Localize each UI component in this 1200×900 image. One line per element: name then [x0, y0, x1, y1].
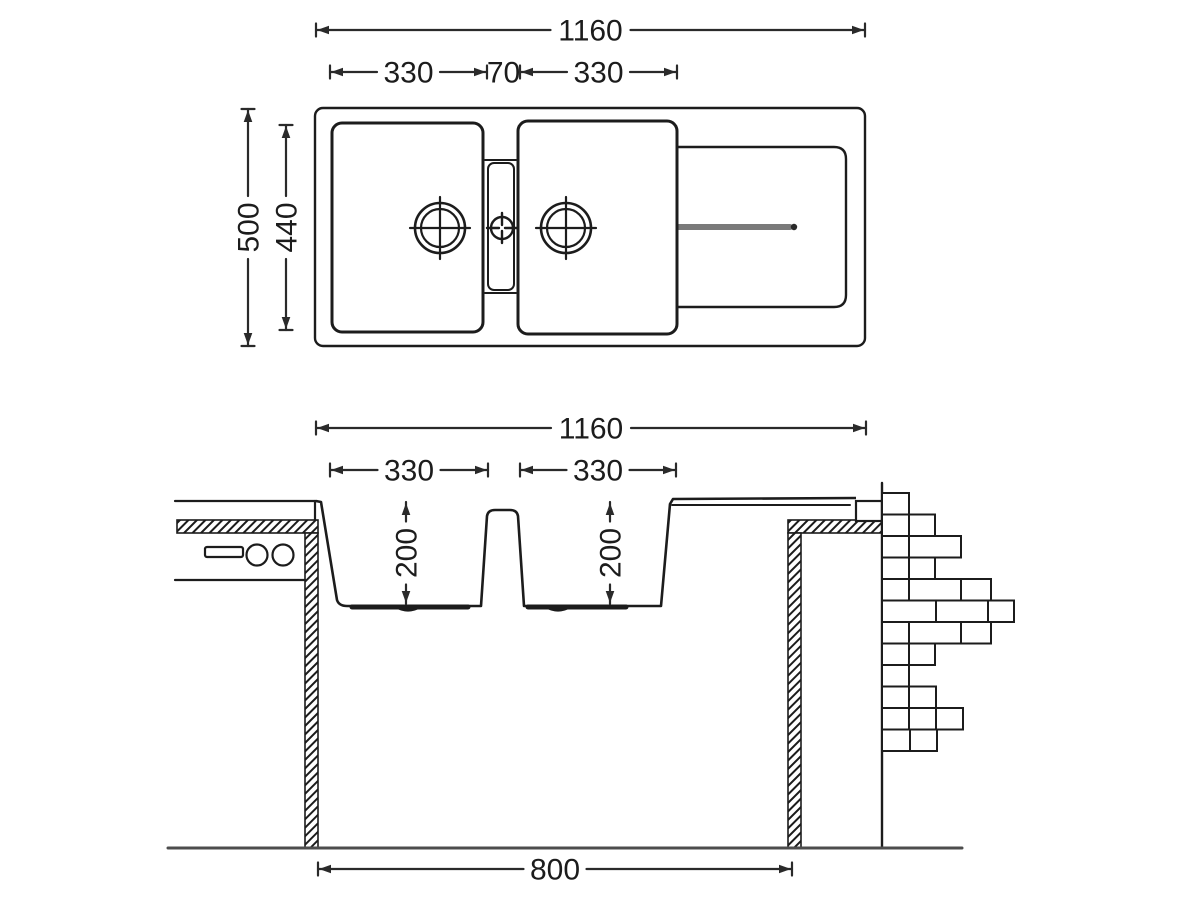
right-drain	[534, 195, 598, 261]
dim-arrow-right	[474, 67, 486, 77]
left-bowl-drain-dip	[395, 606, 421, 612]
left-bowl	[330, 121, 485, 334]
dim-arrow-left	[521, 67, 533, 77]
dim-label-cabinet-width: 800	[530, 854, 580, 887]
brick	[881, 535, 962, 559]
drawer-knob-left	[245, 543, 269, 567]
brick-wall	[881, 492, 1015, 752]
brick	[881, 492, 910, 516]
dim-label-left-bowl-width: 330	[383, 57, 433, 90]
dimension-left-bowl-width: 330	[328, 455, 490, 488]
dim-arrow-right	[664, 67, 676, 77]
dim-arrow-left	[331, 465, 343, 475]
dim-arrow-right	[852, 25, 864, 35]
dimension-left-bowl-depth: 200	[391, 500, 424, 606]
dim-arrow-left	[319, 864, 331, 874]
dim-arrow-right	[663, 465, 675, 475]
dim-arrow-up	[243, 110, 253, 122]
drawer-knob-right	[271, 543, 295, 567]
dimension-overall-width: 1160	[314, 15, 867, 48]
dim-arrow-right	[779, 864, 791, 874]
drawer-handle	[203, 545, 245, 559]
dimension-right-bowl-width: 330	[518, 57, 679, 90]
dim-arrow-down	[401, 591, 411, 603]
cabinet-left-panel	[304, 532, 319, 849]
dim-label-bowl-area-length: 440	[271, 202, 304, 252]
countertop-left-hatch	[176, 519, 319, 534]
dim-label-right-bowl-width: 330	[573, 57, 623, 90]
dimension-bowl-area-length: 440	[271, 123, 304, 332]
dimension-right-bowl-width: 330	[518, 455, 678, 488]
sink-section-profile	[315, 496, 857, 608]
brick	[881, 599, 1015, 623]
dim-label-overall-depth: 500	[233, 202, 266, 252]
brick	[881, 621, 992, 645]
dimension-cabinet-width: 800	[316, 854, 794, 887]
dim-label-right-bowl-width: 330	[573, 455, 623, 488]
brick	[881, 578, 992, 602]
dim-label-overall-width: 1160	[558, 15, 623, 48]
dim-label-right-bowl-depth: 200	[595, 528, 628, 578]
tap-hole	[485, 211, 519, 245]
dim-arrow-up	[605, 503, 615, 515]
dim-label-overall-width: 1160	[559, 413, 624, 446]
dim-label-left-bowl-depth: 200	[391, 528, 424, 578]
dim-label-left-bowl-width: 330	[384, 455, 434, 488]
dim-arrow-up	[281, 126, 291, 138]
dim-arrow-right	[853, 423, 865, 433]
dimension-bowl-gap: 70	[487, 57, 520, 90]
dim-arrow-left	[521, 465, 533, 475]
brick	[881, 664, 910, 688]
dim-arrow-down	[281, 317, 291, 329]
dim-arrow-down	[243, 333, 253, 345]
dimension-overall-depth: 500	[233, 107, 266, 348]
dim-arrow-left	[317, 423, 329, 433]
dim-arrow-left	[331, 67, 343, 77]
section-view: 1160 330 330 200 200 800	[166, 413, 1015, 887]
dim-arrow-left	[317, 25, 329, 35]
cabinet-right-panel	[787, 532, 802, 849]
dim-arrow-up	[401, 503, 411, 515]
left-drain	[408, 195, 472, 261]
sink-edge-filler-block	[854, 499, 884, 523]
dim-label-bowl-gap: 70	[487, 57, 520, 90]
dim-arrow-right	[475, 465, 487, 475]
dimension-left-bowl-width: 330	[328, 57, 489, 90]
brick	[881, 707, 964, 731]
dimension-right-bowl-depth: 200	[595, 500, 628, 606]
drainer-groove-end-dot	[790, 223, 798, 231]
dim-arrow-down	[605, 591, 615, 603]
dimension-overall-width: 1160	[314, 413, 868, 446]
right-bowl-drain-dip	[545, 606, 571, 612]
